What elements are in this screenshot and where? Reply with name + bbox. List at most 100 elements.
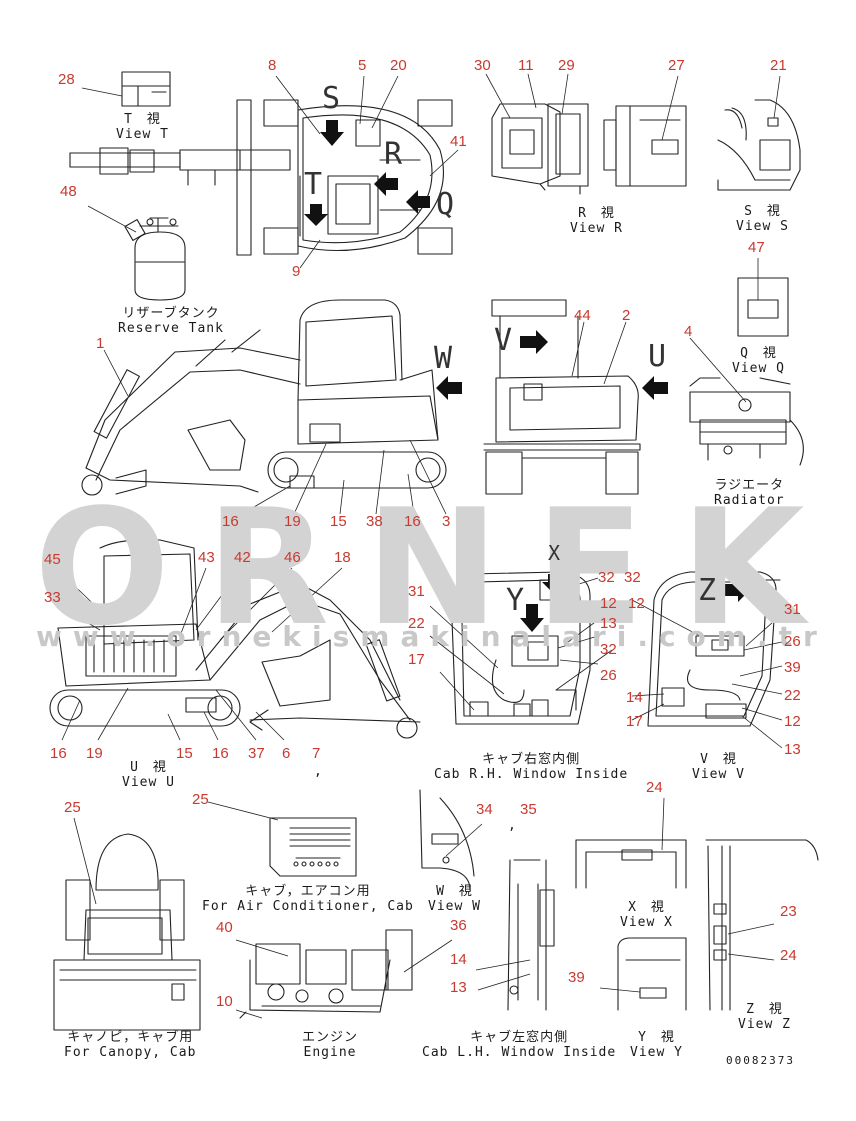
view-letter-z: Z	[698, 573, 718, 608]
callout-44: 44	[574, 307, 591, 324]
callout-26-a: 26	[600, 667, 617, 684]
arrow-r-icon	[374, 172, 398, 196]
callout-36: 36	[450, 917, 467, 934]
callout-19-b: 19	[86, 745, 103, 762]
callout-9: 9	[292, 263, 301, 280]
callout-47: 47	[748, 239, 765, 256]
view-letter-r: R	[384, 137, 404, 172]
callout-38: 38	[366, 513, 383, 530]
arrow-y-icon	[520, 604, 544, 632]
view-t-drawing	[121, 71, 171, 107]
view-letter-q: Q	[436, 187, 456, 222]
callout-32-a: 32	[598, 569, 615, 586]
callout-14-a: 14	[626, 689, 643, 706]
callout-21: 21	[770, 57, 787, 74]
callout-40: 40	[216, 919, 233, 936]
view-y-drawing	[617, 937, 687, 1011]
cab-lh-drawing	[507, 859, 555, 1011]
callout-11: 11	[518, 57, 534, 74]
caption-view-r: R 視 View R	[570, 206, 623, 236]
callout-48: 48	[60, 183, 77, 200]
leader-lines	[55, 73, 783, 1019]
callout-12-c: 12	[784, 713, 801, 730]
reserve-tank-drawing	[124, 217, 186, 301]
callout-26-b: 26	[784, 633, 801, 650]
caption-view-t: T 視 View T	[116, 112, 169, 142]
view-w-drawing	[419, 789, 475, 891]
callout-17-b: 17	[626, 713, 643, 730]
callout-19-a: 19	[284, 513, 301, 530]
separator-comma-2: ,	[508, 818, 517, 833]
callout-22-a: 22	[408, 615, 425, 632]
canopy-cab-drawing	[53, 833, 201, 1031]
caption-canopy-cab: キャノピ，キャブ用 For Canopy, Cab	[64, 1030, 197, 1060]
radiator-drawing	[689, 377, 804, 466]
view-s-drawing	[717, 99, 801, 191]
callout-34: 34	[476, 801, 493, 818]
callout-15-a: 15	[330, 513, 347, 530]
view-letter-s: S	[322, 81, 342, 116]
view-x-drawing	[575, 839, 687, 889]
callout-16-b: 16	[404, 513, 421, 530]
document-id: 00082373	[726, 1054, 795, 1067]
callout-27: 27	[668, 57, 685, 74]
callout-13-a: 13	[600, 615, 617, 632]
callout-8: 8	[268, 57, 277, 74]
callout-12-a: 12	[600, 595, 617, 612]
view-r-drawing	[491, 103, 687, 195]
callout-18: 18	[334, 549, 351, 566]
view-arrows	[304, 120, 750, 632]
callout-32-c: 32	[624, 569, 641, 586]
caption-view-s: S 視 View S	[736, 204, 789, 234]
caption-view-y: Y 視 View Y	[630, 1030, 683, 1060]
callout-24-b: 24	[780, 947, 797, 964]
separator-comma-1: ,	[314, 764, 323, 779]
caption-view-v: V 視 View V	[692, 752, 745, 782]
callout-41: 41	[450, 133, 467, 150]
watermark-url: www.ornekismakinalari.com.tr	[36, 620, 828, 653]
caption-view-u: U 視 View U	[122, 760, 175, 790]
callout-23: 23	[780, 903, 797, 920]
callout-33: 33	[44, 589, 61, 606]
view-letter-u: U	[648, 339, 668, 374]
callout-29: 29	[558, 57, 575, 74]
caption-view-w: W 視 View W	[428, 884, 481, 914]
arrow-w-icon	[436, 376, 462, 400]
excavator-side-drawing	[81, 299, 447, 496]
separator-comma-3: ,	[410, 974, 419, 989]
callout-13-c: 13	[450, 979, 467, 996]
callout-15-b: 15	[176, 745, 193, 762]
callout-16-c: 16	[50, 745, 67, 762]
top-view-drawing	[69, 99, 453, 256]
callout-25-a: 25	[64, 799, 81, 816]
callout-14-b: 14	[450, 951, 467, 968]
excavator-left-drawing	[49, 539, 421, 739]
callout-31-a: 31	[408, 583, 425, 600]
caption-aircon: キャブ，エアコン用 For Air Conditioner, Cab	[202, 884, 414, 914]
callout-39-a: 39	[784, 659, 801, 676]
callout-31-b: 31	[784, 601, 801, 618]
view-letter-x: X	[548, 541, 562, 565]
callout-10: 10	[216, 993, 233, 1010]
callout-35: 35	[520, 801, 537, 818]
excavator-rear-drawing	[483, 299, 641, 495]
callout-39-b: 39	[568, 969, 585, 986]
caption-cab-lh: キャブ左窓内側 Cab L.H. Window Inside	[422, 1030, 617, 1060]
callout-16-a: 16	[222, 513, 239, 530]
view-z-drawing	[705, 839, 819, 1011]
callout-16-d: 16	[212, 745, 229, 762]
arrow-q-icon	[406, 190, 430, 214]
callout-25-b: 25	[192, 791, 209, 808]
callout-5: 5	[358, 57, 367, 74]
caption-engine: エンジン Engine	[302, 1030, 359, 1060]
caption-radiator: ラジエータ Radiator	[714, 478, 785, 508]
caption-view-x: X 視 View X	[620, 900, 673, 930]
callout-12-b: 12	[628, 595, 645, 612]
callout-43: 43	[198, 549, 215, 566]
caption-view-z: Z 視 View Z	[738, 1002, 791, 1032]
caption-view-q: Q 視 View Q	[732, 346, 785, 376]
view-letter-t: T	[304, 167, 324, 202]
arrow-u-icon	[642, 376, 668, 400]
view-letter-y: Y	[506, 583, 526, 618]
